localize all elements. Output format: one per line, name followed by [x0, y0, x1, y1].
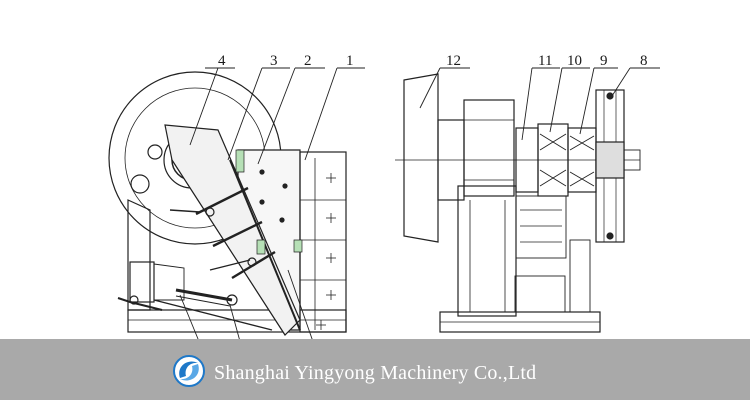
part-label-8: 8: [640, 53, 648, 69]
part-label-4: 4: [218, 53, 226, 69]
company-footer-band: [0, 339, 750, 400]
yingyong-swirl-logo-icon: [173, 355, 205, 387]
part-label-2: 2: [304, 53, 312, 69]
front-section-view: [395, 73, 641, 333]
side-section-view: [108, 71, 347, 336]
front-wall: [299, 151, 347, 333]
part-label-3: 3: [270, 53, 278, 69]
frame-body: [457, 185, 517, 317]
flywheel-12: [403, 73, 439, 243]
company-name: Shanghai Yingyong Machinery Co.,Ltd: [214, 362, 537, 384]
part-label-11: 11: [538, 53, 552, 69]
part-label-12: 12: [446, 53, 461, 69]
part-label-10: 10: [567, 53, 582, 69]
part-label-1: 1: [346, 53, 354, 69]
moving-jaw: [164, 124, 301, 336]
right-leader-lines: [419, 67, 660, 141]
part-label-9: 9: [600, 53, 608, 69]
